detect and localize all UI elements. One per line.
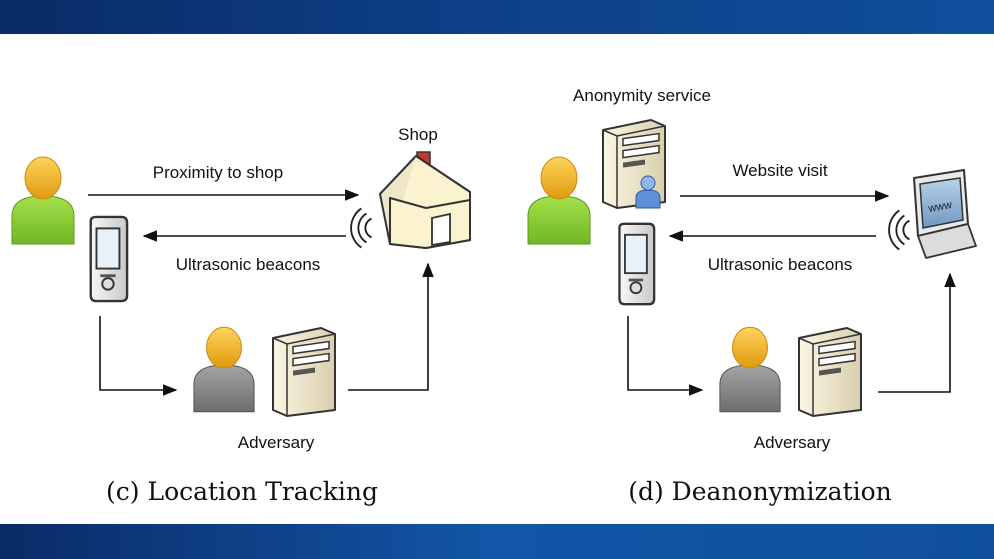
- adversary-label: Adversary: [754, 433, 831, 452]
- arrow-adversary-to-shop: [348, 262, 434, 391]
- arrow-top-label: Proximity to shop: [153, 163, 283, 182]
- bottom-banner: [0, 524, 994, 559]
- arrow-top-label: Website visit: [732, 161, 827, 180]
- adversary-icon: [193, 326, 255, 413]
- caption-deanonymization: (d) Deanonymization: [628, 477, 892, 506]
- user-icon: [11, 156, 75, 245]
- user-icon: [527, 156, 591, 245]
- server-icon: [797, 326, 863, 418]
- computer-monitor-icon: www: [913, 169, 977, 259]
- adversary-icon: [719, 326, 781, 413]
- phone-icon: [89, 215, 129, 303]
- shop-house-icon: [379, 151, 471, 249]
- small-user-icon: [635, 175, 661, 209]
- panel-deanonymization: Anonymity service www Website visit Ultr…: [527, 86, 977, 506]
- adversary-label: Adversary: [238, 433, 315, 452]
- arrow-adversary-to-website: [878, 272, 956, 393]
- arrow-bottom-label: Ultrasonic beacons: [176, 255, 321, 274]
- sound-wave-icon: [350, 207, 373, 249]
- server-icon: [271, 326, 337, 418]
- panel-location-tracking: Shop Proximity to shop Ultrasonic beacon…: [11, 125, 471, 506]
- anonymity-service-label: Anonymity service: [573, 86, 711, 105]
- caption-location-tracking: (c) Location Tracking: [106, 477, 378, 506]
- arrow-phone-to-adversary: [99, 316, 178, 396]
- phone-icon: [618, 222, 656, 306]
- top-banner: [0, 0, 994, 34]
- arrow-phone-to-adversary: [627, 316, 704, 396]
- shop-label: Shop: [398, 125, 438, 144]
- www-screen-text: www: [926, 199, 953, 215]
- arrow-bottom-label: Ultrasonic beacons: [708, 255, 853, 274]
- sound-wave-icon: [888, 209, 911, 251]
